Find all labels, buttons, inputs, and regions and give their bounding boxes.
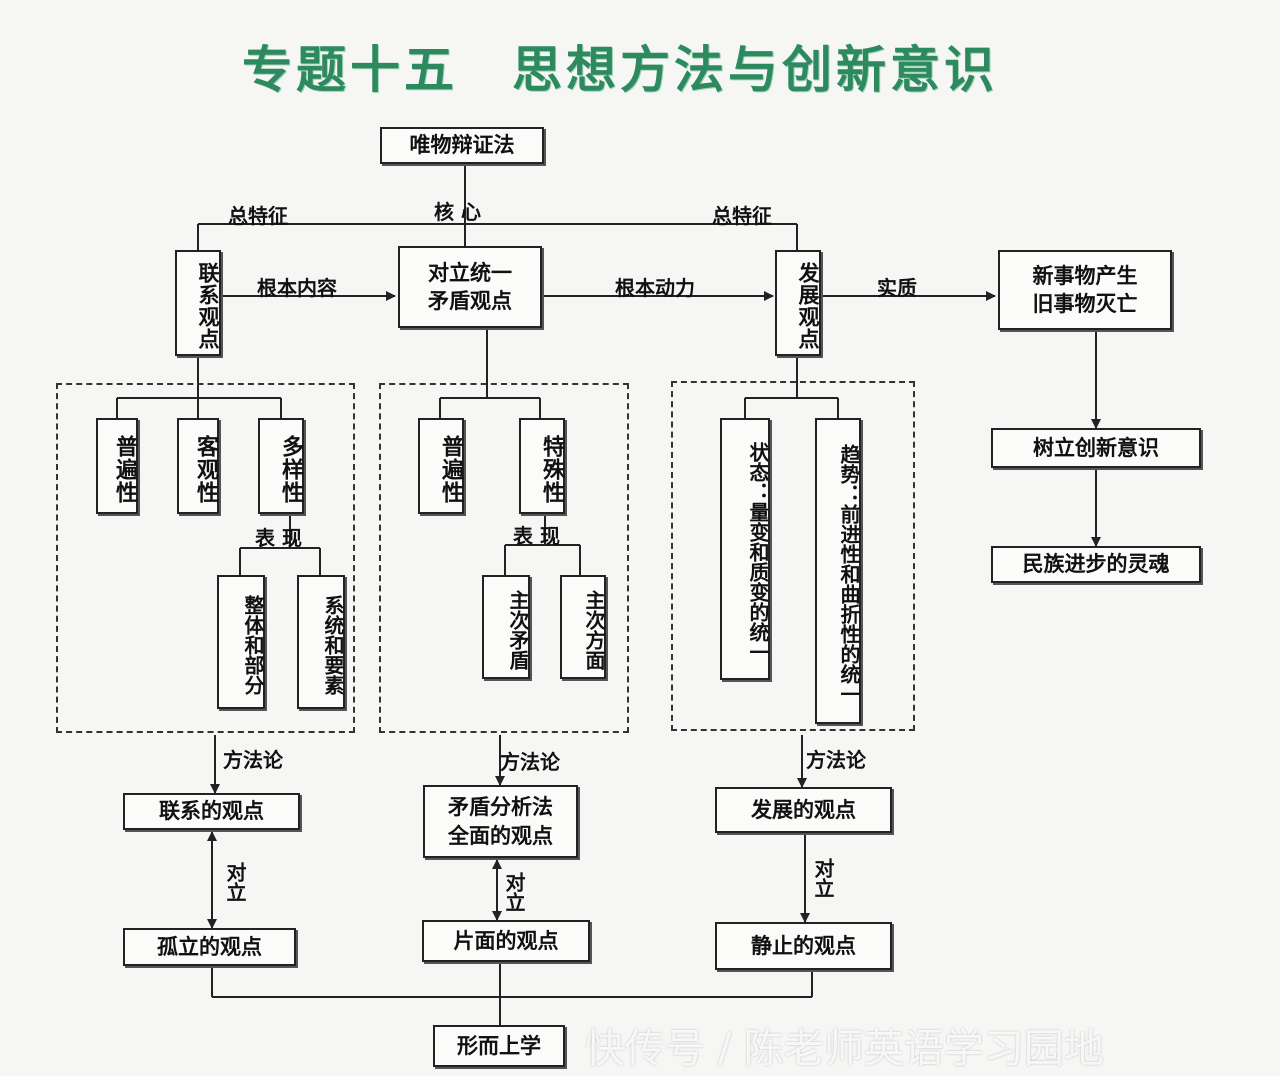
node-materialist-dialectics: 唯物辩证法: [380, 127, 544, 164]
node-whole-and-part: 整体和部分: [217, 575, 265, 709]
node-development-methodology: 发展的观点: [715, 787, 892, 833]
node-trend-progressive-tortuous: 趋势：前进性和曲折性的统一: [815, 418, 861, 724]
node-primary-secondary-contradictions: 主次矛盾: [482, 575, 530, 679]
node-isolated-view: 孤立的观点: [123, 928, 296, 966]
label-root-content: 根本内容: [257, 276, 337, 300]
label-method-right: 方法论: [806, 748, 866, 772]
node-particularity: 特殊性: [519, 418, 565, 514]
node-metaphysics: 形而上学: [433, 1025, 565, 1067]
group-connection-frame: [56, 383, 355, 733]
node-soul-of-national-progress: 民族进步的灵魂: [991, 546, 1201, 583]
label-general-feature-right: 总特征: [712, 204, 772, 228]
label-manifest-left: 表 现: [255, 526, 302, 550]
node-unity-of-opposites: 对立统一 矛盾观点: [398, 246, 542, 328]
label-manifest-mid: 表 现: [513, 524, 560, 548]
label-root-power: 根本动力: [615, 276, 695, 300]
group-development-frame: [671, 381, 915, 731]
label-essence: 实质: [877, 276, 917, 300]
label-method-mid: 方法论: [500, 750, 560, 774]
label-oppose-left: 对立: [223, 862, 247, 902]
node-connection-view: 联系观点: [175, 250, 221, 356]
node-establish-innovation: 树立创新意识: [991, 428, 1201, 468]
node-static-view: 静止的观点: [715, 922, 892, 970]
node-system-and-element: 系统和要素: [297, 575, 345, 709]
node-one-sided-view: 片面的观点: [422, 920, 590, 962]
page-title: 专题十五 思想方法与创新意识: [242, 41, 998, 99]
node-universality-2: 普遍性: [418, 418, 464, 514]
group-contradiction-frame: [379, 383, 629, 733]
label-general-feature-left: 总特征: [228, 204, 288, 228]
node-universality-1: 普遍性: [96, 418, 138, 514]
node-development-view: 发展观点: [775, 250, 821, 356]
node-primary-secondary-aspects: 主次方面: [560, 575, 606, 679]
node-contradiction-analysis: 矛盾分析法 全面的观点: [423, 785, 578, 858]
node-connection-methodology: 联系的观点: [123, 793, 300, 830]
node-state-quantitative-qualitative: 状态：量变和质变的统一: [720, 418, 770, 680]
watermark: 快传号 / 陈老师英语学习园地: [585, 1026, 1104, 1072]
node-new-replaces-old: 新事物产生 旧事物灭亡: [998, 250, 1172, 330]
label-method-left: 方法论: [223, 748, 283, 772]
label-oppose-mid: 对立: [502, 872, 526, 912]
node-diversity: 多样性: [258, 418, 304, 514]
label-core: 核 心: [434, 200, 481, 224]
node-objectivity: 客观性: [177, 418, 219, 514]
label-oppose-right: 对立: [811, 858, 835, 898]
